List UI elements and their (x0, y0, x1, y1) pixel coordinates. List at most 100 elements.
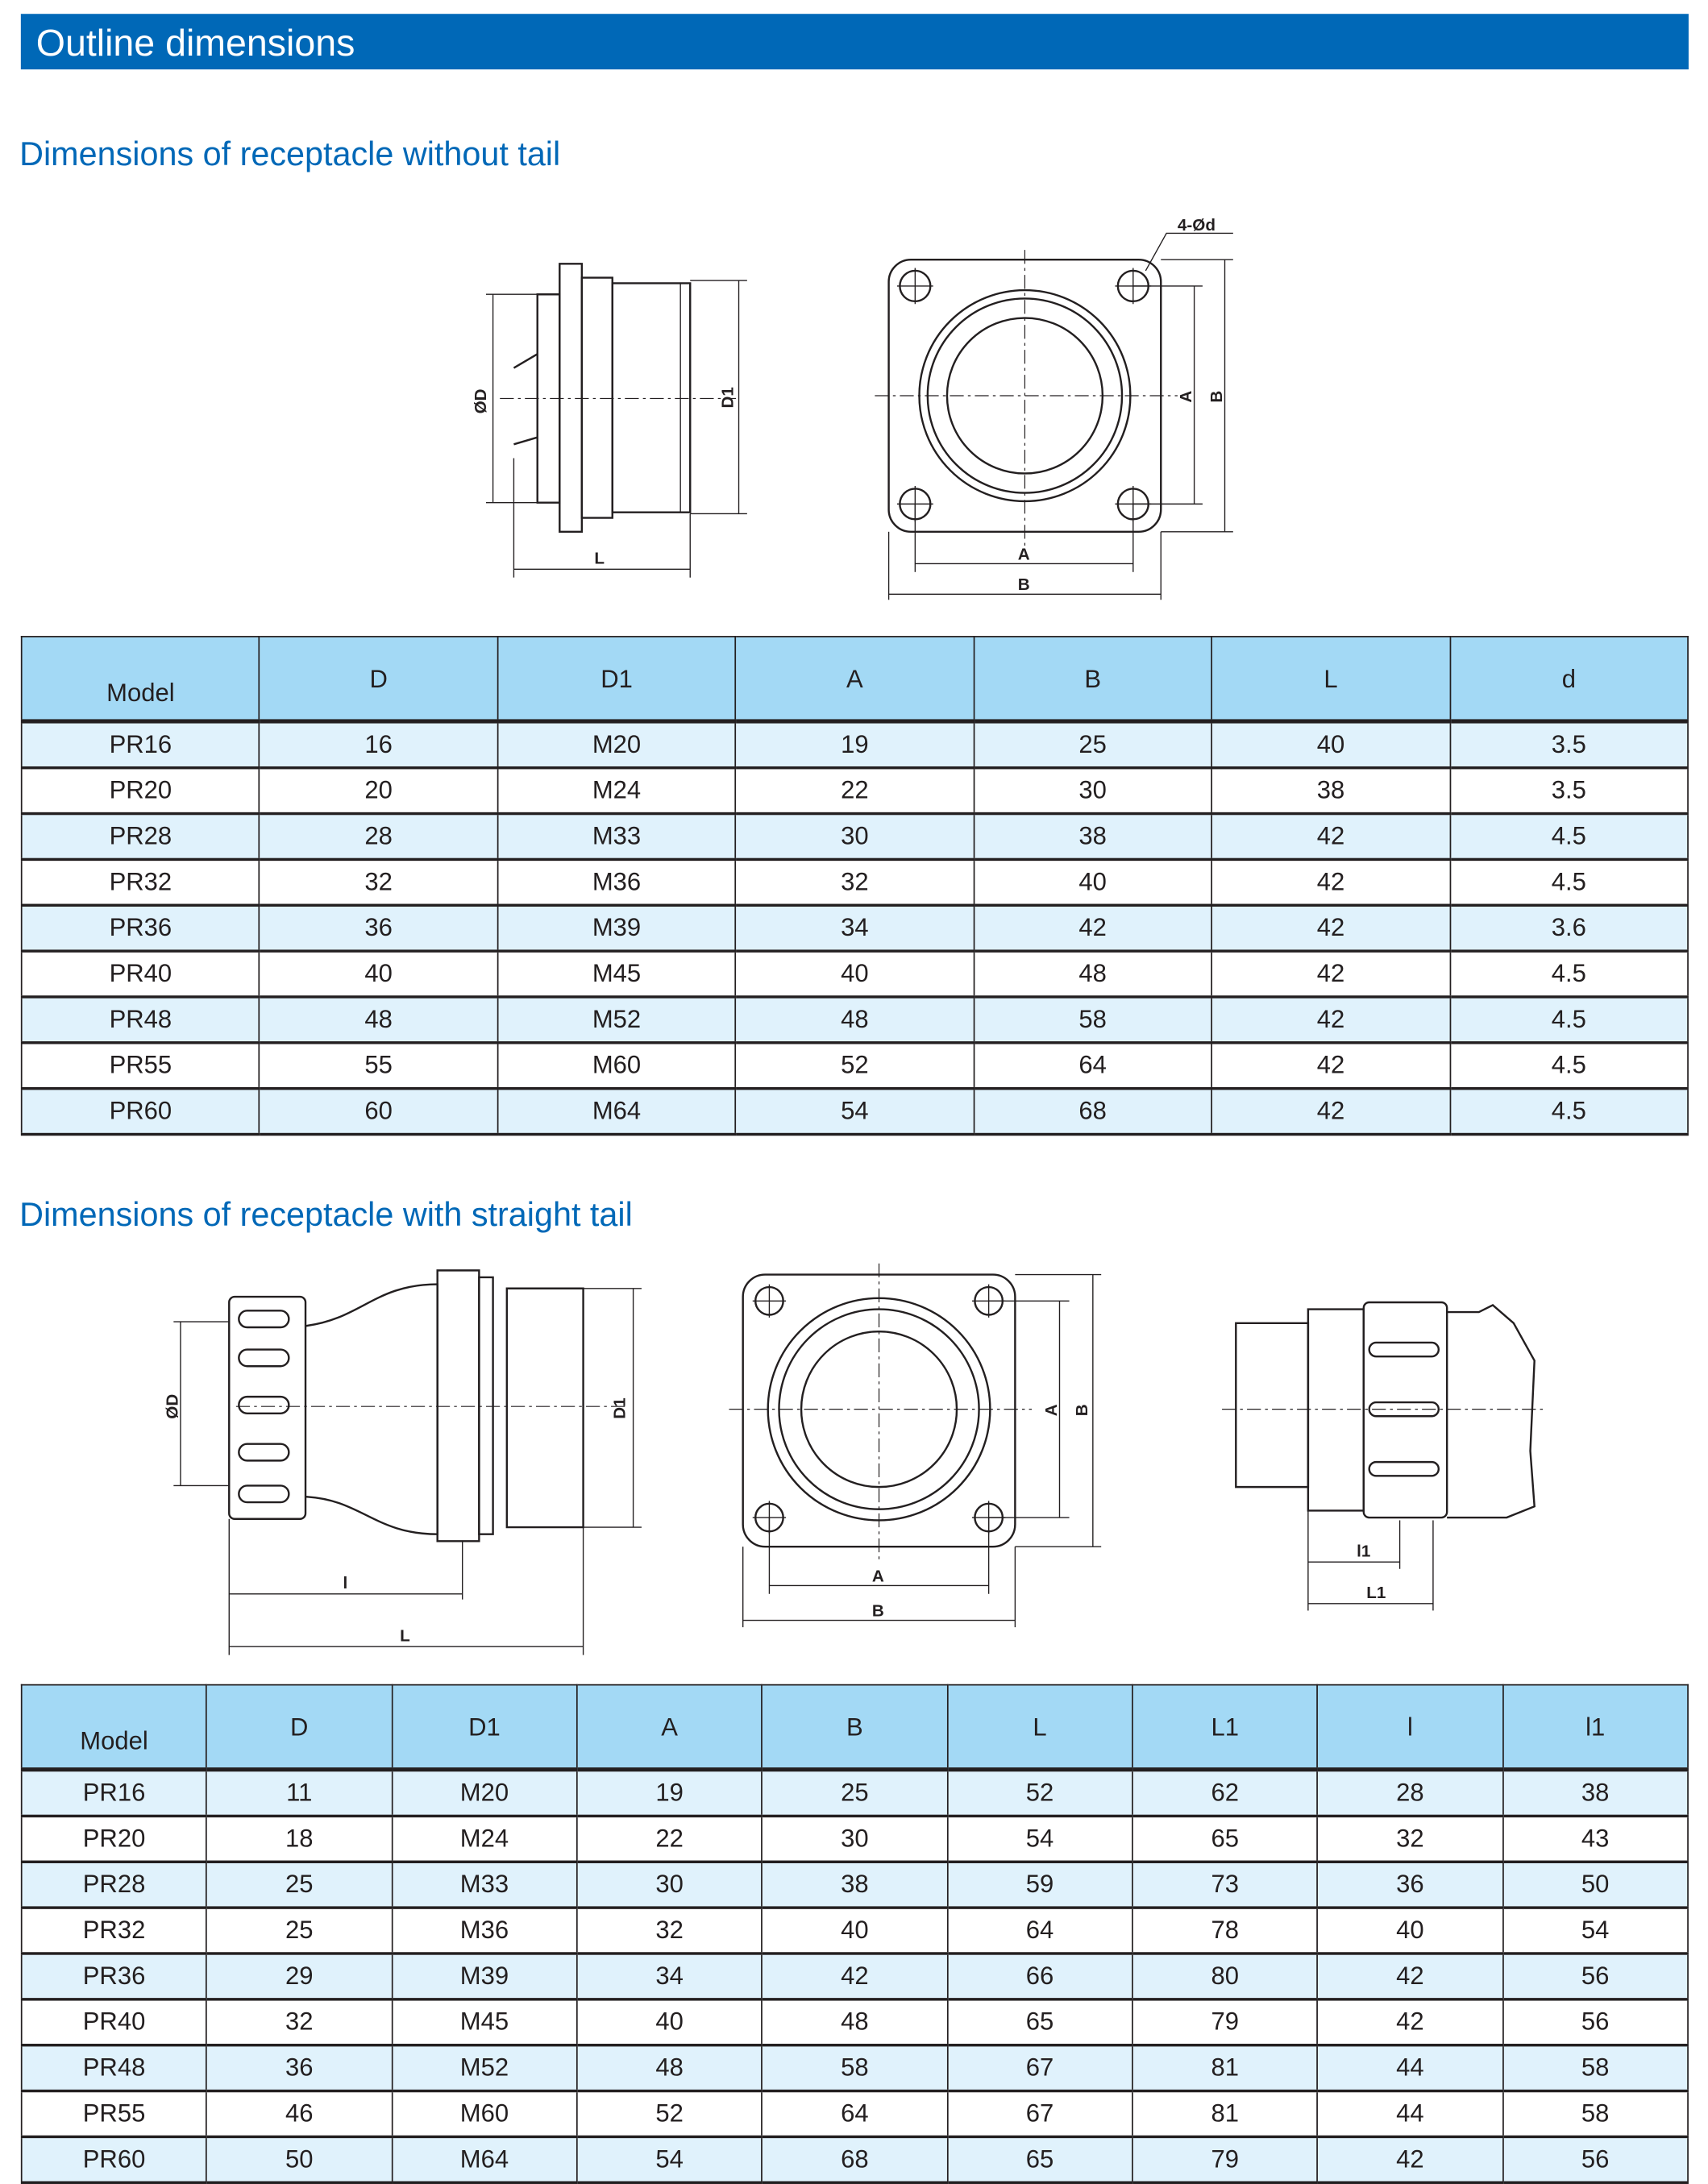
value-cell: 36 (206, 2045, 393, 2093)
label-a-horizontal: A (872, 1567, 884, 1585)
value-cell: 36 (259, 905, 499, 953)
value-cell: 79 (1132, 2136, 1319, 2184)
value-cell: 64 (973, 1042, 1213, 1090)
model-cell: PR48 (20, 2045, 208, 2093)
value-cell: 25 (973, 720, 1213, 770)
label-l-small: l (343, 1574, 348, 1592)
label-l1: L1 (1366, 1584, 1386, 1602)
value-cell: 40 (761, 1908, 949, 1955)
value-cell: 66 (946, 1953, 1133, 2001)
value-cell: 42 (1211, 859, 1451, 907)
value-cell: 30 (576, 1862, 763, 1909)
column-header-a: A (734, 636, 975, 724)
model-cell: PR32 (20, 1908, 208, 1955)
value-cell: 65 (946, 1999, 1133, 2047)
column-header-l1: l1 (1502, 1684, 1689, 1772)
value-cell: 19 (734, 720, 975, 770)
model-cell: PR60 (20, 1088, 260, 1136)
value-cell: 16 (259, 720, 499, 770)
model-cell: PR28 (20, 813, 260, 862)
value-cell: 67 (946, 2091, 1133, 2139)
label-dia-d: ØD (164, 1394, 182, 1419)
label-a-vertical: A (1177, 391, 1195, 403)
label-d1: D1 (719, 387, 738, 408)
value-cell: 22 (734, 767, 975, 816)
value-cell: 38 (1502, 1769, 1689, 1818)
value-cell: M52 (391, 2045, 578, 2093)
value-cell: 18 (206, 1816, 393, 1863)
label-dia-d: ØD (472, 388, 490, 413)
value-cell: 68 (761, 2136, 949, 2184)
value-cell: M52 (497, 996, 737, 1044)
model-cell: PR28 (20, 1862, 208, 1909)
model-cell: PR55 (20, 2091, 208, 2139)
value-cell: M36 (391, 1908, 578, 1955)
value-cell: 32 (259, 859, 499, 907)
value-cell: 38 (1211, 767, 1451, 816)
value-cell: 42 (1316, 1953, 1504, 2001)
value-cell: 42 (1211, 813, 1451, 862)
value-cell: 4.5 (1448, 813, 1689, 862)
value-cell: 50 (206, 2136, 393, 2184)
value-cell: 46 (206, 2091, 393, 2139)
value-cell: 44 (1316, 2045, 1504, 2093)
column-header-model: Model (20, 1684, 208, 1772)
model-cell: PR16 (20, 1769, 208, 1818)
value-cell: 4.5 (1448, 951, 1689, 999)
side-view-drawing-straight-tail: ØD D1 l L (164, 1264, 653, 1659)
model-cell: PR48 (20, 996, 260, 1044)
value-cell: 20 (259, 767, 499, 816)
value-cell: M39 (497, 905, 737, 953)
value-cell: 40 (1316, 1908, 1504, 1955)
label-b-horizontal: B (872, 1601, 884, 1620)
column-header-d: d (1448, 636, 1689, 724)
value-cell: 30 (973, 767, 1213, 816)
value-cell: 40 (1211, 720, 1451, 770)
value-cell: M64 (497, 1088, 737, 1136)
value-cell: 32 (206, 1999, 393, 2047)
value-cell: 52 (946, 1769, 1133, 1818)
value-cell: 42 (761, 1953, 949, 2001)
label-4-holes: 4-Ød (1178, 216, 1216, 235)
value-cell: 42 (1211, 996, 1451, 1044)
value-cell: 32 (1316, 1816, 1504, 1863)
value-cell: 60 (259, 1088, 499, 1136)
model-cell: PR36 (20, 905, 260, 953)
tail-view-drawing: l1 L1 (1222, 1298, 1555, 1617)
model-cell: PR36 (20, 1953, 208, 2001)
label-b-vertical: B (1073, 1404, 1091, 1416)
value-cell: 34 (734, 905, 975, 953)
value-cell: 58 (761, 2045, 949, 2093)
column-header-d: D (206, 1684, 393, 1772)
value-cell: 48 (973, 951, 1213, 999)
value-cell: 40 (259, 951, 499, 999)
value-cell: 52 (734, 1042, 975, 1090)
column-header-d: D (259, 636, 499, 724)
model-cell: PR55 (20, 1042, 260, 1090)
column-header-l1: L1 (1132, 1684, 1319, 1772)
value-cell: 79 (1132, 1999, 1319, 2047)
value-cell: 42 (1211, 1042, 1451, 1090)
value-cell: 28 (259, 813, 499, 862)
value-cell: M33 (497, 813, 737, 862)
value-cell: M24 (497, 767, 737, 816)
value-cell: 48 (734, 996, 975, 1044)
value-cell: 42 (1211, 905, 1451, 953)
label-a-vertical: A (1042, 1404, 1061, 1416)
value-cell: 54 (946, 1816, 1133, 1863)
value-cell: M45 (497, 951, 737, 999)
value-cell: 40 (734, 951, 975, 999)
value-cell: 65 (1132, 1816, 1319, 1863)
value-cell: 4.5 (1448, 1088, 1689, 1136)
value-cell: 38 (973, 813, 1213, 862)
